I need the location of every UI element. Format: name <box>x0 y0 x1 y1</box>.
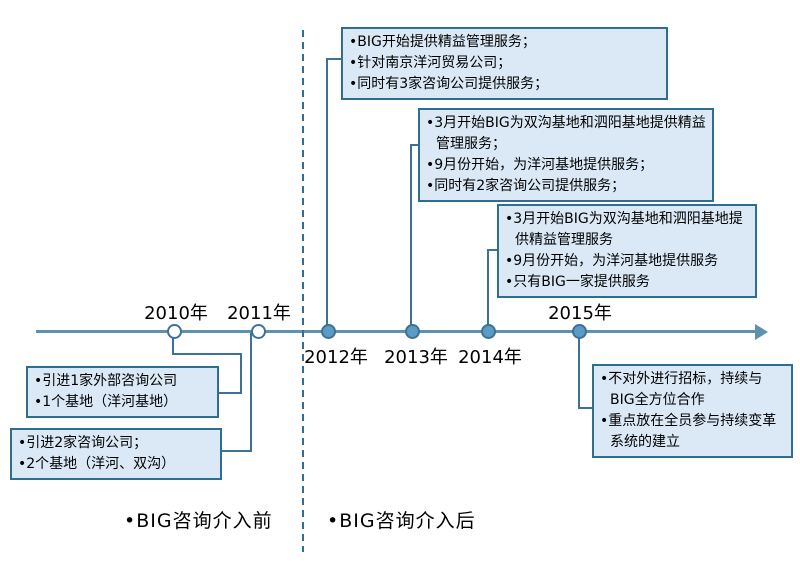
event-line: •BIG开始提供精益管理服务； <box>349 34 536 50</box>
event-line: •2个基地（洋河、双沟） <box>18 456 176 472</box>
connector-2010-segment <box>240 353 242 394</box>
event-line: •引进2家咨询公司； <box>18 435 148 451</box>
connector-2015-segment <box>578 333 580 409</box>
event-line: •9月份开始，为洋河基地提供服务； <box>426 157 654 173</box>
connector-2010-segment <box>172 333 174 355</box>
phase-label-before-big: •BIG咨询介入前 <box>124 510 273 532</box>
year-label-2014: 2014年 <box>458 347 522 368</box>
connector-2012-segment <box>326 58 341 60</box>
connector-2014-segment <box>487 249 489 331</box>
connector-2011-segment <box>250 333 252 452</box>
connector-2014-segment <box>487 249 497 251</box>
connector-2010-segment <box>172 353 242 355</box>
year-label-2010: 2010年 <box>144 303 208 324</box>
marker-2010 <box>167 324 182 339</box>
timeline-arrowhead-icon <box>755 324 768 340</box>
event-box-2011: •引进2家咨询公司； •2个基地（洋河、双沟） <box>10 428 222 480</box>
event-line: •9月份开始，为洋河基地提供服务 <box>505 253 719 269</box>
phase-label-after-big: •BIG咨询介入后 <box>327 510 476 532</box>
event-line: •针对南京洋河贸易公司； <box>349 55 512 71</box>
connector-2010-segment <box>219 392 242 394</box>
marker-2011 <box>251 324 266 339</box>
connector-2013-segment <box>410 144 412 331</box>
timeline-axis <box>36 330 758 333</box>
connector-2011-segment <box>222 450 252 452</box>
event-box-2010: •引进1家外部咨询公司 •1个基地（洋河基地） <box>26 366 219 418</box>
event-box-2015: •不对外进行招标，持续与BIG全方位合作 •重点放在全员参与持续变革系统的建立 <box>592 364 793 458</box>
event-line: •重点放在全员参与持续变革系统的建立 <box>600 413 777 450</box>
event-line: •同时有3家咨询公司提供服务； <box>349 76 549 92</box>
event-line: •同时有2家咨询公司提供服务； <box>426 178 626 194</box>
connector-2012-segment <box>326 58 328 331</box>
event-line: •引进1家外部咨询公司 <box>34 373 178 389</box>
marker-2015 <box>572 324 587 339</box>
event-box-2012: •BIG开始提供精益管理服务； •针对南京洋河贸易公司； •同时有3家咨询公司提… <box>341 27 668 100</box>
event-line: •3月开始BIG为双沟基地和泗阳基地提供精益管理服务； <box>426 115 706 152</box>
marker-2012 <box>321 324 336 339</box>
year-label-2015: 2015年 <box>548 303 612 324</box>
marker-2013 <box>405 324 420 339</box>
event-line: •1个基地（洋河基地） <box>34 394 178 410</box>
marker-2014 <box>481 324 496 339</box>
year-label-2011: 2011年 <box>227 303 291 324</box>
connector-2015-segment <box>578 407 592 409</box>
event-box-2014: •3月开始BIG为双沟基地和泗阳基地提供精益管理服务 •9月份开始，为洋河基地提… <box>497 204 757 298</box>
event-line: •不对外进行招标，持续与BIG全方位合作 <box>600 371 763 408</box>
phase-divider-line <box>302 30 304 552</box>
event-box-2013: •3月开始BIG为双沟基地和泗阳基地提供精益管理服务； •9月份开始，为洋河基地… <box>418 108 714 202</box>
connector-2013-segment <box>410 144 418 146</box>
event-line: •只有BIG一家提供服务 <box>505 274 650 290</box>
year-label-2013: 2013年 <box>384 347 448 368</box>
event-line: •3月开始BIG为双沟基地和泗阳基地提供精益管理服务 <box>505 211 743 248</box>
year-label-2012: 2012年 <box>304 347 368 368</box>
